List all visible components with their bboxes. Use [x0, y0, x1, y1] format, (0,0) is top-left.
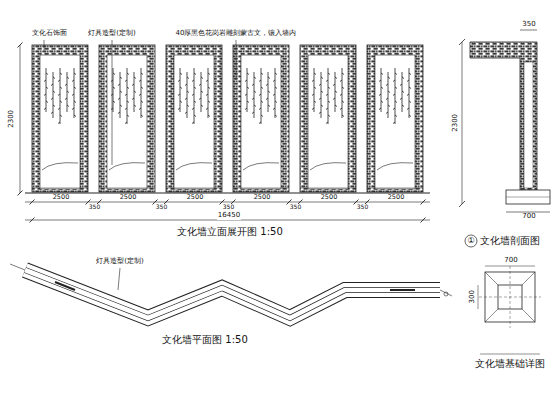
dimension-text: 2300 — [452, 113, 460, 133]
callout-note: 灯具造型(定制) — [96, 258, 143, 266]
section-number: ① — [467, 237, 474, 246]
wall-section — [459, 30, 550, 247]
dimension-text: 700 — [503, 257, 518, 265]
wall-plan — [10, 264, 452, 318]
drawing-title: 文化墙立面展开图 1:50 — [177, 226, 283, 237]
dimension-text: 2500 — [186, 194, 205, 201]
dimension-text: 2300 — [8, 109, 16, 129]
wall-elevation — [25, 45, 430, 193]
dimension-text: 350 — [155, 204, 168, 211]
dimension-text: 2500 — [119, 194, 138, 201]
dimension-text: 16450 — [217, 212, 241, 220]
dimension-text: 350 — [289, 204, 302, 211]
dimension-text: 2500 — [387, 194, 406, 201]
drawing-title: 文化墙基础详图 — [475, 358, 545, 369]
foundation-detail — [478, 266, 541, 354]
dimension-text: 350 — [88, 204, 101, 211]
dimension-text: 700 — [521, 213, 536, 221]
dimension-text: 2500 — [320, 194, 339, 201]
dimension-text: 350 — [521, 21, 536, 29]
drawing-title: 文化墙平面图 1:50 — [162, 334, 248, 345]
dimension-text: 2500 — [52, 194, 71, 201]
callout-note: 文化石饰面 — [32, 30, 67, 38]
drawing-title: 文化墙剖面图 — [480, 235, 540, 246]
leader-lines — [44, 40, 236, 290]
dimension-text: 350 — [356, 204, 369, 211]
dimension-text: 300 — [469, 289, 477, 304]
callout-note: 40厚黑色花岗岩雕刻蒙古文，镶入墙内 — [176, 30, 297, 38]
dimension-text: 350 — [222, 204, 235, 211]
dimension-text: 2500 — [253, 194, 272, 201]
callout-note: 灯具造型(定制) — [88, 30, 135, 38]
dimension-lines — [18, 43, 431, 223]
